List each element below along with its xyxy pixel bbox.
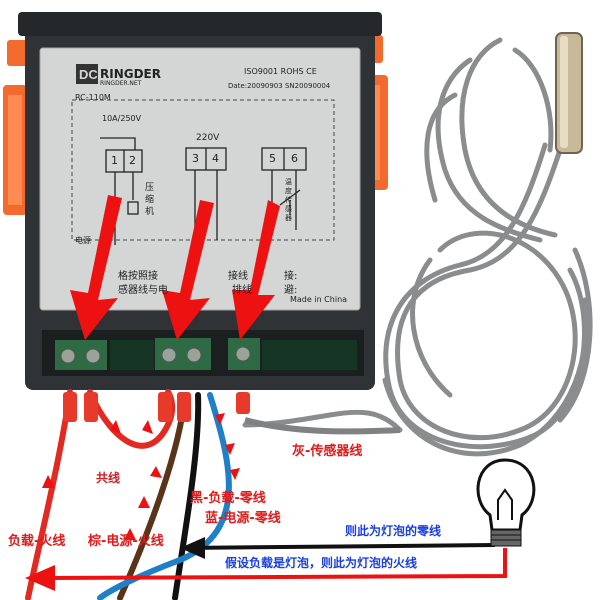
- certifications: ISO9001 ROHS CE: [244, 67, 317, 76]
- brown-power-live-label: 棕-电源-火线: [88, 534, 164, 549]
- terminal-6-label: 6: [291, 152, 298, 165]
- sensor-cable-lead: [244, 417, 401, 435]
- light-bulb-icon: [476, 458, 536, 547]
- supply-voltage: 220V: [196, 133, 220, 143]
- bulb-live-line: [44, 548, 507, 580]
- note-line-1c: 接:: [284, 271, 298, 282]
- gray-sensor-wire-label: 灰-传感器线: [292, 444, 363, 459]
- relay-rating: 10A/250V: [102, 114, 142, 123]
- diagram-terminals: [100, 137, 307, 245]
- date-serial: Date:20090903 SN20090004: [228, 82, 331, 90]
- terminal-4-label: 4: [212, 152, 219, 165]
- power-note: 电源: [75, 236, 91, 245]
- made-in-label: Made in China: [290, 295, 348, 304]
- terminal-5-label: 5: [269, 152, 276, 165]
- brand-subtitle: RINGDER.NET: [100, 80, 142, 87]
- terminal-1-label: 1: [111, 154, 118, 167]
- brand-logo: DC: [76, 64, 98, 84]
- sensor-probe: [555, 32, 583, 154]
- common-wire-label: 共线: [96, 471, 121, 485]
- brand-name: RINGDER: [100, 67, 161, 81]
- blue-power-neutral-label: 蓝-电源-零线: [205, 511, 281, 526]
- bulb-neutral-line: [181, 543, 496, 550]
- note-line-2c: 避:: [284, 285, 298, 296]
- big-red-arrows: [70, 195, 280, 340]
- note-line-1: 格按照接: [118, 271, 158, 282]
- model-number: RC-110M: [75, 93, 111, 102]
- load-live-label: 负载-火线: [8, 534, 66, 549]
- svg-text:DC: DC: [79, 67, 98, 82]
- black-load-neutral-label: 黑-负载-零线: [190, 491, 266, 506]
- note-line-2b: 排线: [232, 285, 252, 296]
- terminal-3-label: 3: [192, 152, 199, 165]
- note-line-2: 感器线与电: [118, 285, 168, 296]
- terminal-2-label: 2: [129, 154, 136, 167]
- bulb-live-label: 假设负载是灯泡，则此为灯泡的火线: [225, 556, 418, 570]
- ferrules: [63, 392, 250, 422]
- bulb-neutral-label: 则此为灯泡的零线: [345, 524, 442, 538]
- small-arrows: [42, 413, 240, 540]
- screw-terminals: [55, 338, 357, 370]
- note-line-1b: 接线: [228, 271, 248, 282]
- sensor-label: 温度传感器: [285, 178, 292, 222]
- compressor-label: 压缩机: [145, 183, 155, 217]
